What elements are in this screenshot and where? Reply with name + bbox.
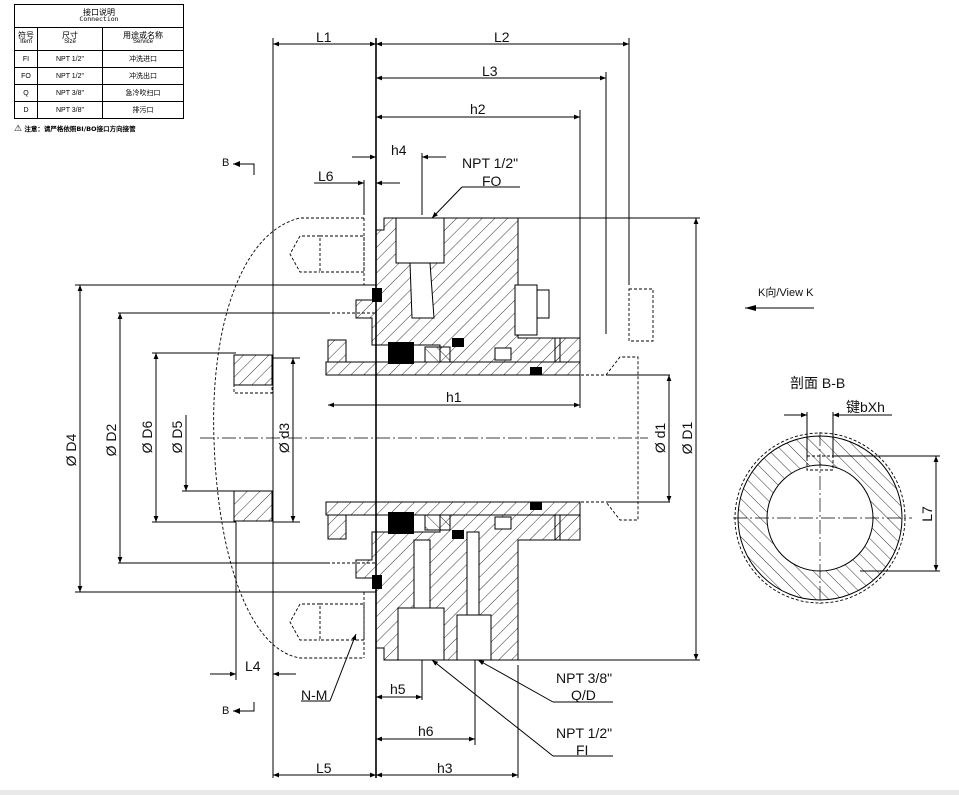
dim-D6: Ø D6: [139, 420, 155, 453]
dim-D4: Ø D4: [63, 433, 79, 466]
horizontal-dimensions: [210, 41, 629, 778]
dim-h1: h1: [446, 389, 462, 405]
dim-h6: h6: [418, 723, 434, 739]
extension-lines: [75, 38, 700, 778]
section-title: 剖面 B-B: [790, 375, 845, 391]
table-title-cn: 接口说明: [83, 8, 115, 17]
dim-L6: L6: [318, 168, 334, 184]
qd-size: NPT 3/8": [556, 670, 612, 686]
bolt-label: N-M: [301, 687, 327, 703]
dim-d1: Ø d1: [652, 423, 668, 454]
dimension-labels: L1 L2 L3 h2 h4 L6 h1 L4 h5 h6 L5 h3 Ø D4…: [63, 29, 695, 776]
dim-d3: Ø d3: [276, 423, 292, 454]
dim-L5: L5: [316, 760, 332, 776]
table-title-en: Connection: [79, 15, 119, 23]
dim-h2: h2: [470, 101, 486, 117]
dim-D1: Ø D1: [679, 421, 695, 454]
dim-L3: L3: [482, 63, 498, 79]
dim-L2: L2: [494, 29, 510, 45]
dim-L1: L1: [316, 29, 332, 45]
section-mark-bottom: B: [222, 705, 229, 717]
bottom-bar: [0, 790, 959, 795]
dim-h4: h4: [391, 142, 407, 158]
section-b-b: 剖面 B-B 键bXh L7: [733, 375, 940, 604]
shaft: [200, 288, 654, 521]
section-mark-top: B: [222, 157, 229, 169]
cell-service: 排污口: [102, 101, 184, 119]
fi-label: FI: [576, 742, 588, 758]
fi-size: NPT 1/2": [556, 725, 612, 741]
callouts: NPT 1/2" FO NPT 3/8" Q/D NPT 1/2" FI N-M…: [222, 155, 814, 758]
fo-size: NPT 1/2": [462, 155, 518, 171]
warning-icon: ⚠: [14, 124, 23, 134]
dim-L7: L7: [919, 506, 935, 522]
dim-h5: h5: [390, 681, 406, 697]
view-k-arrow-icon: [745, 305, 756, 311]
warning-note: ⚠ 注意：请严格依照BI/BO接口方向接管: [14, 123, 136, 134]
dim-L4: L4: [245, 658, 261, 674]
key-label: 键bXh: [846, 399, 885, 415]
shaft-sleeve: [325, 284, 581, 589]
warning-note-text: 注意：请严格依照BI/BO接口方向接管: [24, 125, 136, 133]
qd-label: Q/D: [571, 687, 596, 703]
vertical-dimensions: [77, 218, 699, 660]
pump-housing: [213, 217, 376, 659]
fo-label: FO: [482, 173, 502, 189]
dim-h3: h3: [437, 760, 453, 776]
dim-D5: Ø D5: [169, 420, 185, 453]
gland-body: [355, 217, 561, 661]
dim-D2: Ø D2: [103, 423, 119, 456]
view-k-label: K向/View K: [758, 285, 814, 299]
